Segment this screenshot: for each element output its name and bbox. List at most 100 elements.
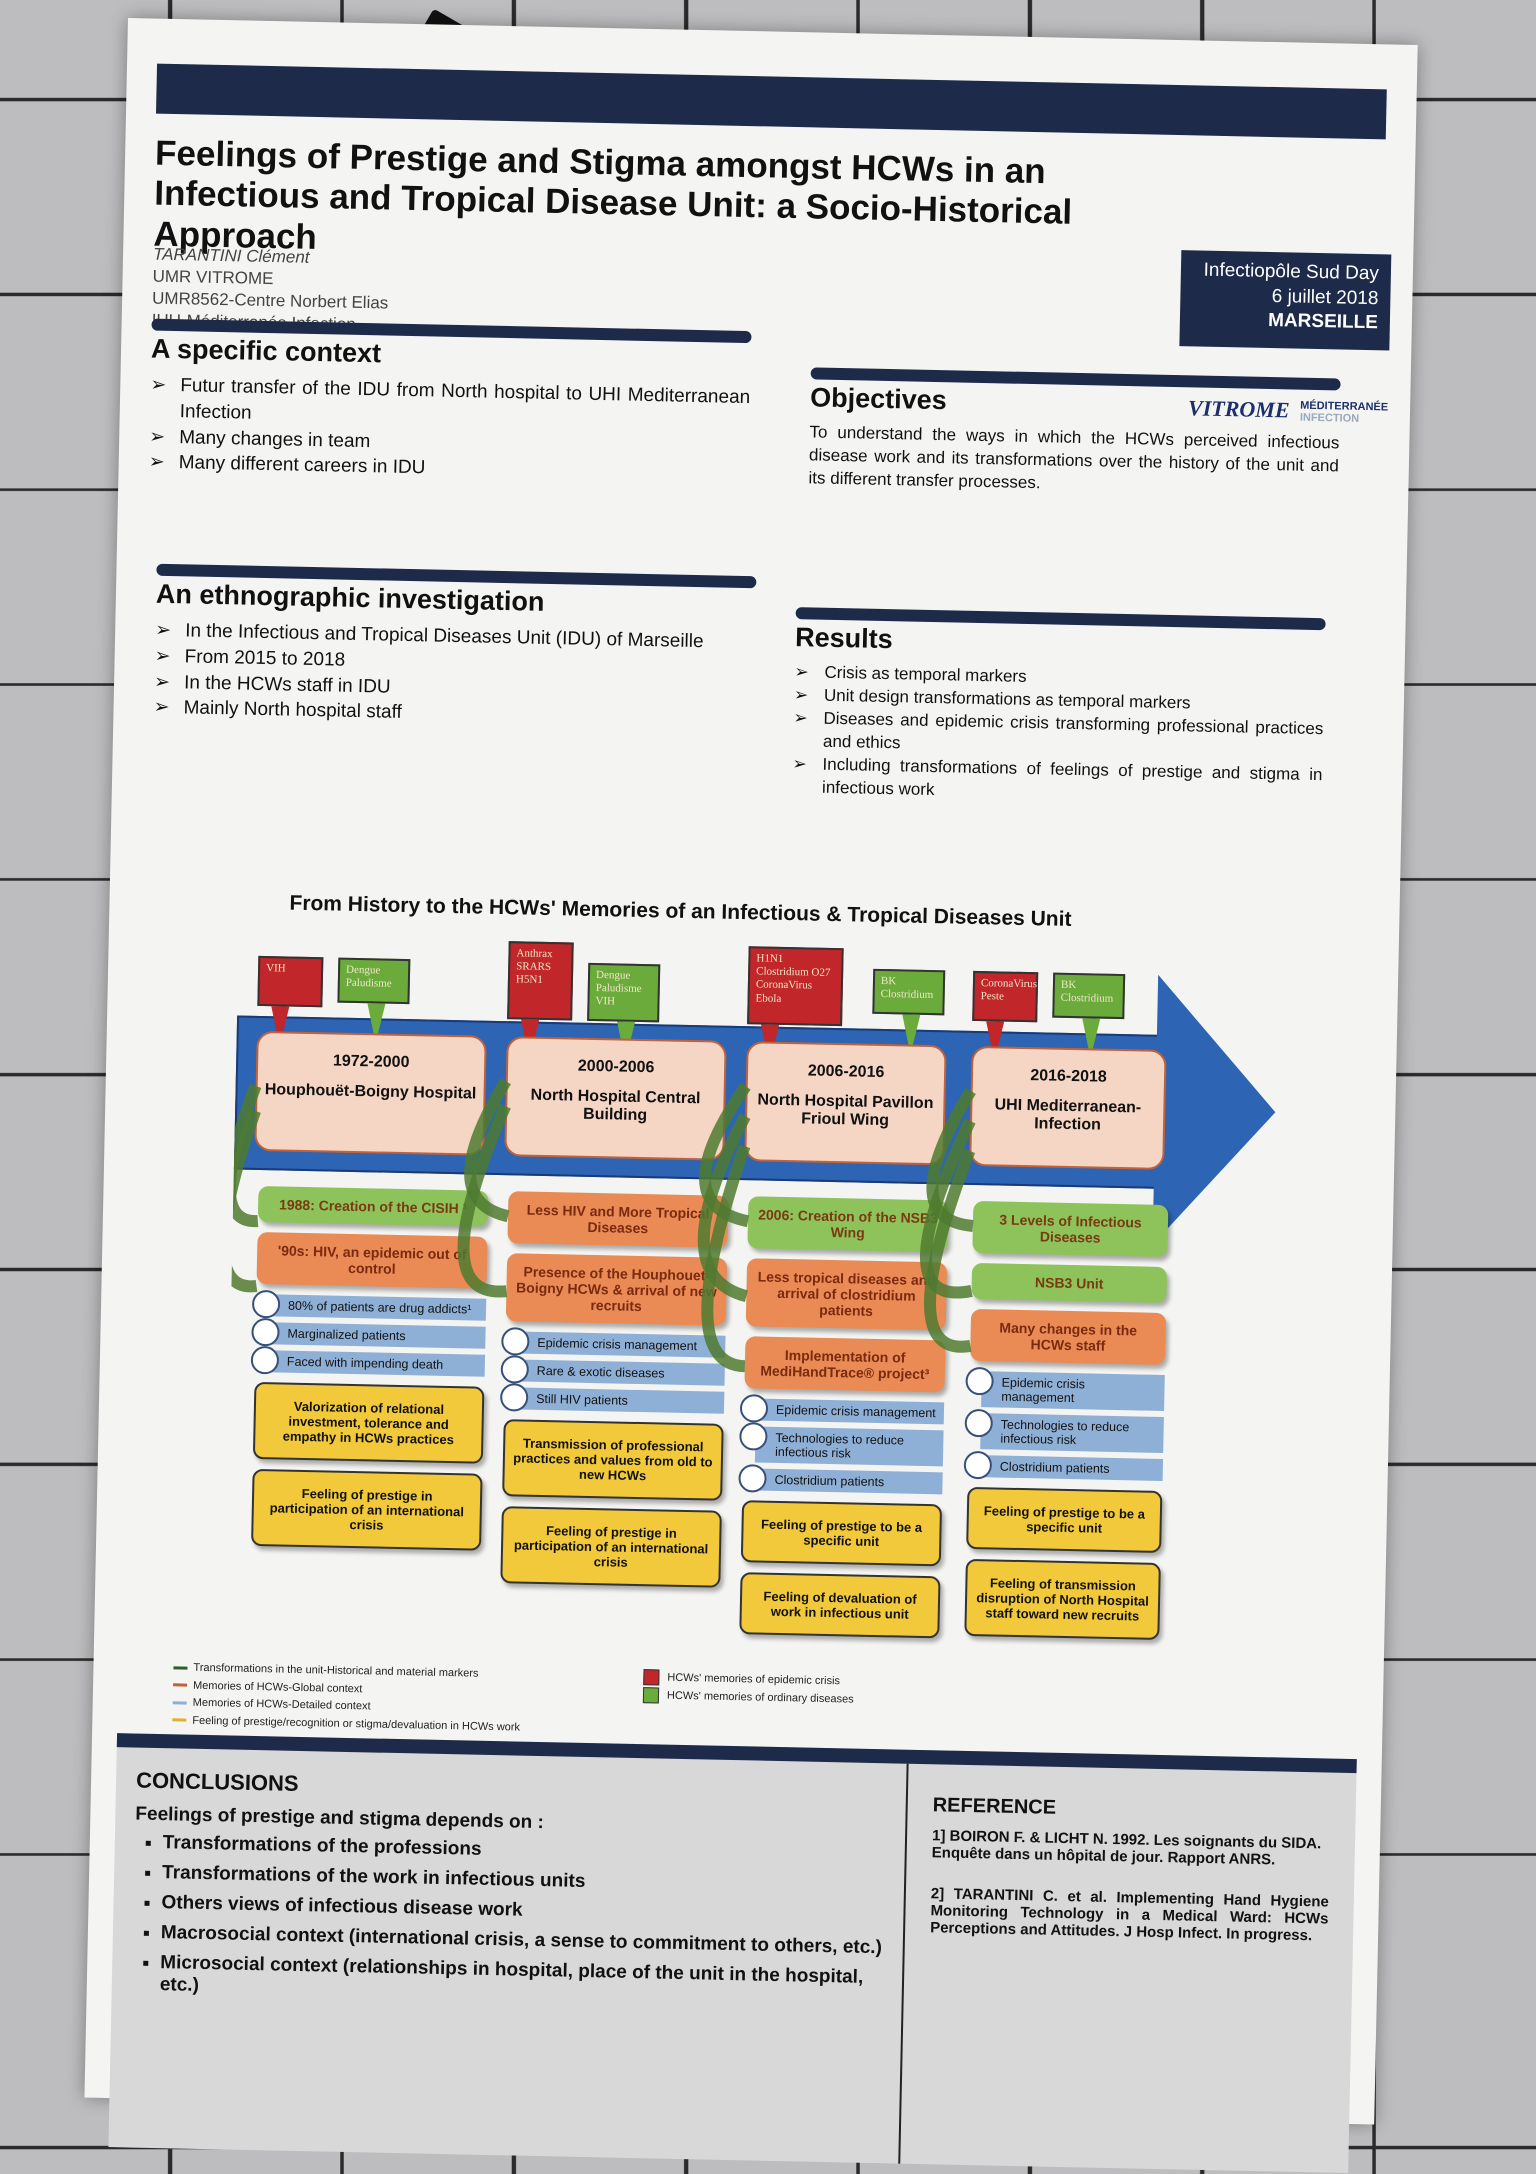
top-banner: [156, 63, 1387, 140]
detail-item: Technologies to reduce infectious risk: [754, 1426, 944, 1467]
legend-line-swatch: [172, 1701, 187, 1705]
period-place: UHI Mediterranean-Infection: [994, 1096, 1142, 1134]
callout-text: Paludisme: [595, 982, 642, 996]
callout-text: BK: [880, 974, 897, 988]
section-results: Results Crisis as temporal markers Unit …: [792, 607, 1326, 810]
callout-text: Paludisme: [345, 976, 392, 990]
unit-transformation-box: NSB3 Unit: [971, 1262, 1168, 1304]
feeling-box: Feeling of prestige in participation of …: [251, 1468, 483, 1551]
detail-item: Technologies to reduce infectious risk: [980, 1413, 1164, 1453]
feeling-box: Feeling of prestige to be a specific uni…: [966, 1486, 1163, 1553]
period-place: Houphouët-Boigny Hospital: [264, 1081, 477, 1103]
legend-label: Memories of HCWs-Global context: [192, 1679, 363, 1695]
context-box: Implementation of MediHandTrace® project…: [744, 1336, 946, 1393]
detail-item: Faced with impending death: [266, 1350, 486, 1377]
legend-label: Memories of HCWs-Detailed context: [192, 1696, 371, 1713]
context-box: Less tropical diseases and arrival of cl…: [745, 1258, 948, 1331]
references: REFERENCE 1] BOIRON F. & LICHT N. 1992. …: [898, 1763, 1357, 2174]
list-item: Microsocial context (relationships in ho…: [160, 1952, 893, 2011]
callout-text: H5N1: [515, 973, 543, 987]
callout-text: Clostridium: [880, 988, 934, 1002]
feeling-box: Feeling of prestige to be a specific uni…: [740, 1500, 943, 1567]
context-box: Many changes in the HCWs staff: [970, 1308, 1167, 1366]
detail-item: Epidemic crisis management: [517, 1331, 726, 1358]
legend-line-swatch: [172, 1718, 187, 1722]
legend-label: Transformations in the unit-Historical a…: [193, 1661, 479, 1680]
unit-transformation-box: 2006: Creation of the NSB3 Wing: [747, 1196, 949, 1253]
section-context: A specific context Futur transfer of the…: [148, 318, 752, 489]
callout-text: BK: [1060, 978, 1077, 992]
detail-item: Marginalized patients: [267, 1322, 486, 1349]
conclusions: CONCLUSIONS Feelings of prestige and sti…: [131, 1768, 896, 2020]
period-place: North Hospital Central Building: [530, 1086, 701, 1125]
reference-item: 1] BOIRON F. & LICHT N. 1992. Les soigna…: [931, 1827, 1322, 1869]
legend-label: HCWs' memories of ordinary diseases: [666, 1689, 854, 1706]
poster: Feelings of Prestige and Stigma amongst …: [84, 18, 1418, 2174]
detail-item: Epidemic crisis management: [755, 1398, 945, 1425]
feeling-box: Valorization of relational investment, t…: [252, 1381, 485, 1464]
unit-transformation-box: 3 Levels of Infectious Diseases: [972, 1200, 1169, 1258]
diagram-title: From History to the HCWs' Memories of an…: [289, 891, 1072, 931]
period-years: 1972-2000: [332, 1052, 410, 1072]
callout-text: VIH: [266, 962, 286, 975]
callout-text: VIH: [595, 995, 616, 1008]
context-box: '90s: HIV, an epidemic out of control: [256, 1231, 488, 1289]
legend-lines: Transformations in the unit-Historical a…: [172, 1659, 593, 1738]
timeline-arrow-head: [1152, 974, 1279, 1248]
feeling-box: Feeling of prestige in participation of …: [500, 1506, 722, 1588]
detail-item: Clostridium patients: [754, 1468, 943, 1495]
callout-text: SRARS: [516, 960, 552, 974]
callout-text: Ebola: [755, 991, 782, 1005]
bottom-panel: CONCLUSIONS Feelings of prestige and sti…: [108, 1733, 1357, 2174]
period-years: 2016-2018: [1030, 1067, 1107, 1086]
detail-item: Rare & exotic diseases: [516, 1359, 725, 1386]
callout-text: Anthrax: [516, 947, 553, 961]
callout-text: CoronaVirus: [980, 977, 1038, 991]
speech-bubble-icon: [643, 1669, 660, 1686]
detail-item: Epidemic crisis management: [981, 1371, 1165, 1412]
callout-text: CoronaVirus: [755, 978, 813, 992]
detail-item: 80% of patients are drug addicts¹: [267, 1294, 487, 1321]
feeling-box: Transmission of professional practices a…: [502, 1419, 724, 1501]
objectives-text: To understand the ways in which the HCWs…: [808, 422, 1340, 493]
legend-label: HCWs' memories of epidemic crisis: [667, 1671, 841, 1688]
callout-text: Clostridium: [1060, 991, 1114, 1006]
period-place: North Hospital Pavillon Frioul Wing: [757, 1091, 934, 1130]
event-city: MARSEILLE: [1267, 310, 1379, 334]
reference-item: 2] TARANTINI C. et al. Implementing Hand…: [930, 1885, 1329, 1945]
event-box: Infectiopôle Sud Day 6 juillet 2018 MARS…: [1179, 250, 1392, 351]
speech-bubble-icon: [642, 1686, 660, 1704]
timeline-column: 1988: Creation of the CISIH ¹'90s: HIV, …: [251, 1185, 489, 1551]
context-box: Presence of the Houphouet-Boigny HCWs & …: [505, 1253, 728, 1326]
period-years: 2006-2016: [807, 1062, 885, 1082]
feeling-box: Feeling of devaluation of work in infect…: [739, 1572, 941, 1639]
section-title: REFERENCE: [932, 1794, 1057, 1819]
feeling-box: Feeling of transmission disruption of No…: [964, 1558, 1161, 1640]
section-title: CONCLUSIONS: [135, 1767, 299, 1796]
section-ethnographic: An ethnographic investigation In the Inf…: [153, 563, 757, 734]
unit-transformation-box: 1988: Creation of the CISIH ¹: [257, 1185, 489, 1227]
section-objectives: Objectives To understand the ways in whi…: [808, 367, 1341, 501]
legend-line-swatch: [173, 1683, 188, 1687]
callout-text: Dengue: [595, 969, 631, 982]
detail-item: Still HIV patients: [515, 1387, 725, 1414]
